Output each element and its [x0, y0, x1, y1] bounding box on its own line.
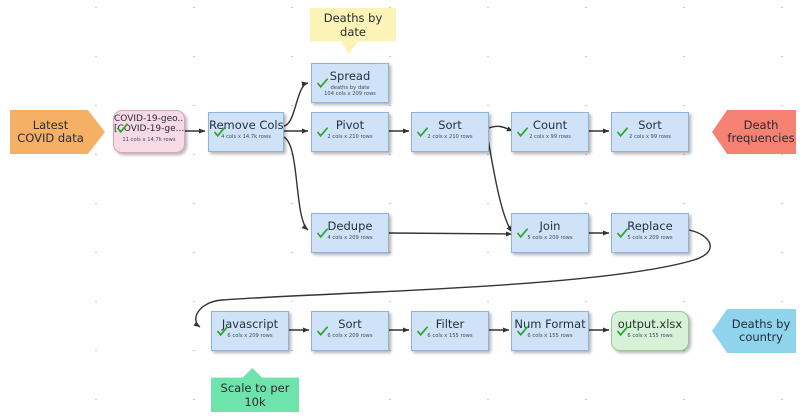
- node-sort-1-title: Sort: [438, 118, 462, 132]
- node-sort-3[interactable]: Sort 6 cols x 209 rows: [311, 311, 389, 351]
- node-output-file-stats: 6 cols x 155 rows: [627, 333, 673, 339]
- node-join-title: Join: [539, 219, 561, 233]
- node-count-title: Count: [532, 118, 568, 132]
- node-dedupe-stats: 4 cols x 209 rows: [327, 235, 373, 241]
- note-scale-line1: Scale to per: [220, 381, 290, 395]
- status-check-icon: [217, 326, 228, 337]
- node-sort-2[interactable]: Sort 2 cols x 99 rows: [611, 112, 689, 152]
- node-remove-cols[interactable]: Remove Cols 4 cols x 14.7k rows: [208, 112, 284, 152]
- node-sort-2-title: Sort: [638, 118, 662, 132]
- node-dedupe-title: Dedupe: [327, 219, 373, 233]
- status-check-icon: [417, 326, 428, 337]
- node-replace[interactable]: Replace 5 cols x 209 rows: [611, 213, 689, 253]
- output-tag-death-frequencies[interactable]: Death frequencies: [712, 110, 796, 154]
- node-spread-subtitle: deaths by date: [330, 85, 370, 91]
- input-tag-latest-covid-data[interactable]: Latest COVID data: [10, 110, 105, 154]
- note-scale-to-per-10k[interactable]: Scale to per 10k: [211, 368, 299, 412]
- node-join[interactable]: Join 5 cols x 209 rows: [511, 213, 589, 253]
- node-source-stats: 11 cols x 14.7k rows: [122, 137, 176, 143]
- node-sort-3-stats: 6 cols x 209 rows: [327, 333, 373, 339]
- node-num-format-stats: 6 cols x 155 rows: [527, 333, 573, 339]
- node-pivot-title: Pivot: [335, 118, 365, 132]
- output-tag-top-line1: Death: [743, 118, 779, 132]
- status-check-icon: [317, 326, 328, 337]
- node-filter[interactable]: Filter 6 cols x 155 rows: [411, 311, 489, 351]
- node-pivot-stats: 2 cols x 210 rows: [327, 134, 373, 140]
- node-source-title2: [COVID-19-ge...: [114, 124, 185, 134]
- output-tag-top-line2: frequencies: [727, 131, 795, 145]
- edge-remove-cols-to-spread: [283, 81, 309, 127]
- node-javascript-stats: 6 cols x 209 rows: [227, 333, 273, 339]
- node-javascript[interactable]: Javascript 6 cols x 209 rows: [211, 311, 289, 351]
- node-count-stats: 2 cols x 99 rows: [529, 134, 571, 140]
- node-join-stats: 5 cols x 209 rows: [527, 235, 573, 241]
- status-check-icon: [517, 326, 528, 337]
- output-tag-deaths-by-country[interactable]: Deaths by country: [712, 309, 796, 353]
- note-deaths-by-date[interactable]: Deaths by date: [310, 8, 396, 54]
- status-check-icon: [617, 127, 628, 138]
- status-check-icon: [617, 326, 628, 337]
- note-deaths-by-date-line1: Deaths by: [323, 11, 383, 25]
- status-check-icon: [317, 228, 328, 239]
- node-sort-2-stats: 2 cols x 99 rows: [629, 134, 671, 140]
- edge-sort-1-to-join: [486, 133, 513, 233]
- note-deaths-by-date-line2: date: [340, 25, 366, 39]
- status-check-icon: [517, 127, 528, 138]
- output-tag-bottom-line2: country: [739, 330, 783, 344]
- node-replace-stats: 5 cols x 209 rows: [627, 235, 673, 241]
- node-count[interactable]: Count 2 cols x 99 rows: [511, 112, 589, 152]
- node-filter-title: Filter: [435, 317, 465, 331]
- node-javascript-title: Javascript: [221, 317, 279, 331]
- node-sort-1-stats: 2 cols x 210 rows: [427, 134, 473, 140]
- node-pivot[interactable]: Pivot 2 cols x 210 rows: [311, 112, 389, 152]
- node-spread-title: Spread: [329, 69, 371, 83]
- node-replace-title: Replace: [627, 219, 673, 233]
- status-check-icon: [617, 228, 628, 239]
- node-num-format[interactable]: Num Format 6 cols x 155 rows: [511, 311, 589, 351]
- node-output-file-title: output.xlsx: [617, 317, 683, 331]
- node-output-file[interactable]: output.xlsx 6 cols x 155 rows: [611, 311, 689, 351]
- edge-sort-1-to-count: [488, 125, 514, 132]
- node-source-covid-19-geo[interactable]: COVID-19-geo... [COVID-19-ge... 11 cols …: [113, 110, 185, 153]
- status-check-icon: [317, 78, 328, 89]
- output-tag-bottom-line1: Deaths by: [731, 317, 791, 331]
- node-dedupe[interactable]: Dedupe 4 cols x 209 rows: [311, 213, 389, 253]
- input-tag-line2: COVID data: [17, 131, 84, 145]
- status-check-icon: [214, 127, 225, 138]
- status-check-icon: [517, 228, 528, 239]
- node-source-title: COVID-19-geo...: [114, 114, 185, 124]
- note-scale-line2: 10k: [244, 395, 266, 409]
- node-remove-cols-stats: 4 cols x 14.7k rows: [221, 134, 271, 140]
- input-tag-line1: Latest: [32, 118, 69, 132]
- edge-dedupe-to-join: [388, 231, 513, 237]
- status-check-icon: [417, 127, 428, 138]
- node-num-format-title: Num Format: [514, 317, 586, 331]
- node-filter-stats: 6 cols x 155 rows: [427, 333, 473, 339]
- node-spread[interactable]: Spread deaths by date 104 cols x 209 row…: [311, 63, 389, 103]
- status-check-icon: [317, 127, 328, 138]
- node-spread-stats: 104 cols x 209 rows: [324, 91, 376, 98]
- node-sort-1[interactable]: Sort 2 cols x 210 rows: [411, 112, 489, 152]
- edge-remove-cols-to-dedupe: [283, 136, 309, 231]
- node-remove-cols-title: Remove Cols: [209, 118, 284, 132]
- status-check-icon: [117, 123, 128, 134]
- node-sort-3-title: Sort: [338, 317, 362, 331]
